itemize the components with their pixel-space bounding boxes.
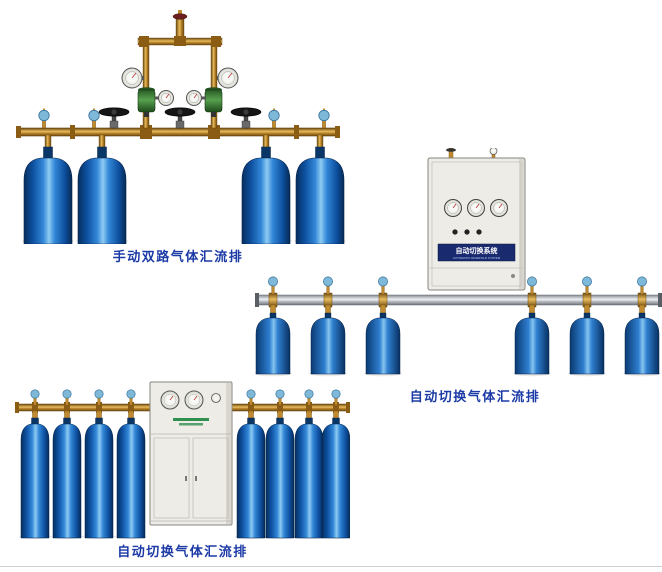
gas-cylinder [21,134,75,244]
manifold-pipe [255,293,662,307]
manual-manifold-illustration [16,10,347,244]
control-cabinet [149,381,233,526]
gas-cylinder [308,276,348,377]
cabinet-doors [153,437,229,519]
figure-auto-switch-manifold-floor [15,378,350,540]
gas-cylinder [263,389,297,540]
gas-cylinder [234,389,268,540]
cabinet-gauges [160,390,221,410]
gas-cylinder [567,276,607,377]
cabinet-gauges [444,199,508,217]
cabinet-label: 自动切换系统 [456,246,498,255]
cabinet-nameplate [437,243,516,262]
pressure-regulator-right [186,67,239,117]
cylinder-stations [255,276,662,377]
indicator-lights [452,229,482,235]
auto-manifold-illustration: 自动切换系统 AUTOMATIC MANIFOLD SYSTEM [255,148,662,377]
shutoff-handwheels [98,107,262,129]
auto-manifold-2-illustration [15,381,350,540]
gas-cylinder [622,276,662,377]
cabinet-green-label [173,418,209,426]
top-valve [172,10,188,20]
gas-cylinder [319,389,350,540]
gas-cylinder [18,389,52,540]
gas-cylinder [82,389,116,540]
control-cabinet: 自动切换系统 AUTOMATIC MANIFOLD SYSTEM [427,148,526,291]
regulator-assembly [121,10,239,129]
figure-caption: 自动切换气体汇流排 [409,389,541,404]
gas-cylinder [75,134,129,244]
gas-cylinder [512,276,552,377]
gas-cylinder [114,389,148,540]
gas-cylinder [50,389,84,540]
pressure-regulator-left [121,67,174,117]
figure-manual-dual-manifold [8,8,348,244]
gas-cylinder [292,389,326,540]
page-bottom-rule [0,566,662,567]
figure-caption: 自动切换气体汇流排 [117,544,248,559]
gas-cylinder [363,276,403,377]
figure-caption: 手动双路气体汇流排 [112,249,244,264]
cabinet-sublabel: AUTOMATIC MANIFOLD SYSTEM [453,256,501,260]
gas-cylinder [255,276,293,377]
figure-auto-switch-manifold-wall: 自动切换系统 AUTOMATIC MANIFOLD SYSTEM [255,148,662,378]
